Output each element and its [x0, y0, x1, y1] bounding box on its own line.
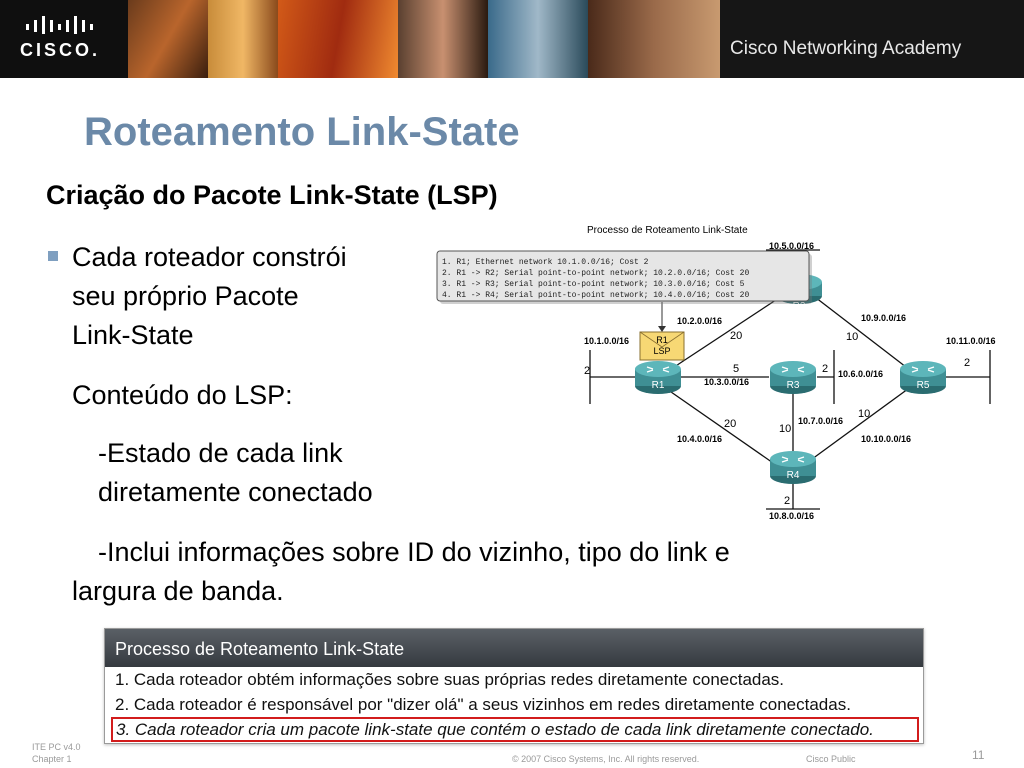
net-10-10: 10.10.0.0/16 [861, 434, 911, 444]
net-10-11: 10.11.0.0/16 [946, 336, 996, 346]
router-r5 [900, 361, 946, 394]
lsp-envelope: R1 LSP [639, 302, 685, 361]
footer-chapter: Chapter 1 [32, 754, 72, 764]
router-r1 [635, 361, 681, 394]
footer-classification: Cisco Public [806, 754, 856, 764]
cisco-logo-text: CISCO. [20, 40, 101, 60]
net-10-8: 10.8.0.0/16 [769, 511, 814, 521]
net-10-1: 10.1.0.0/16 [584, 336, 629, 346]
diagram-title: Processo de Roteamento Link-State [587, 225, 748, 236]
footer-copyright: © 2007 Cisco Systems, Inc. All rights re… [512, 754, 700, 764]
cisco-logo: CISCO. [0, 0, 128, 78]
router-r4 [770, 451, 816, 484]
router-label-r5: R5 [917, 380, 930, 391]
banner-photo-5 [488, 0, 588, 78]
cost-r1-r2: 20 [730, 330, 742, 342]
lsp-callout: 1. R1; Ethernet network 10.1.0.0/16; Cos… [436, 250, 812, 304]
content-label: Conteúdo do LSP: [72, 380, 293, 410]
router-label-r3: R3 [787, 380, 800, 391]
lsp-line-2: 2. R1 -> R2; Serial point-to-point netwo… [442, 269, 749, 278]
header-banner: CISCO. Cisco Networking Academy [0, 0, 1024, 78]
panel-step-1: 1. Cada roteador obtém informações sobre… [115, 670, 785, 689]
bullet-line-2: seu próprio Pacote [72, 281, 299, 311]
item2-line-2: largura de banda. [72, 576, 284, 606]
cost-r4-r5: 10 [858, 408, 870, 420]
footer-course: ITE PC v4.0 [32, 742, 81, 752]
cost-r2-r5: 10 [846, 331, 858, 343]
link-r4-r5 [807, 385, 913, 463]
router-label-r1: R1 [652, 380, 665, 391]
cisco-bars-icon [26, 16, 93, 34]
net-10-6: 10.6.0.0/16 [838, 369, 883, 379]
banner-photo-4 [398, 0, 488, 78]
lsp-line-4: 4. R1 -> R4; Serial point-to-point netwo… [442, 291, 749, 300]
cost-r4-lan: 2 [784, 495, 790, 507]
bullet-line-3: Link-State [72, 320, 194, 350]
banner-photo-2 [208, 0, 278, 78]
net-10-7: 10.7.0.0/16 [798, 416, 843, 426]
bullet-line-1: Cada roteador constrói [72, 242, 347, 272]
item1-line-1: -Estado de cada link [98, 438, 343, 468]
net-10-4: 10.4.0.0/16 [677, 434, 722, 444]
banner-photo-3 [278, 0, 398, 78]
cost-r1-lan: 2 [584, 365, 590, 377]
lsp-line-3: 3. R1 -> R3; Serial point-to-point netwo… [442, 280, 745, 289]
cost-r1-r3: 5 [733, 363, 739, 375]
cost-r1-r4: 20 [724, 418, 736, 430]
process-panel: Processo de Roteamento Link-State 1. Cad… [104, 628, 924, 744]
panel-title: Processo de Roteamento Link-State [105, 629, 923, 667]
cost-r3-r4: 10 [779, 423, 791, 435]
academy-name: Cisco Networking Academy [730, 38, 962, 59]
net-10-3: 10.3.0.0/16 [704, 377, 749, 387]
footer-page-number: 11 [972, 748, 985, 762]
slide-title: Roteamento Link-State [84, 110, 520, 154]
net-10-2: 10.2.0.0/16 [677, 316, 722, 326]
panel-step-3-highlighted: 3. Cada roteador cria um pacote link-sta… [111, 717, 919, 742]
cost-r3-lan: 2 [822, 363, 828, 375]
link-r2-r5 [810, 293, 907, 368]
router-r3 [770, 361, 816, 394]
envelope-line-1: R1 [656, 335, 668, 345]
panel-step-2: 2. Cada roteador é responsável por "dize… [115, 695, 851, 714]
link-r1-r2 [658, 291, 789, 378]
net-10-5: 10.5.0.0/16 [769, 241, 814, 251]
cost-r5-lan: 2 [964, 357, 970, 369]
link-r1-r4 [660, 384, 777, 466]
network-diagram: R1 R2 R3 R4 R5 R1 LSP 1. R1; Ethernet ne… [436, 225, 996, 521]
academy-box [720, 0, 1024, 78]
bullet-square-icon [48, 251, 58, 261]
banner-photo-6 [588, 0, 720, 78]
envelope-line-2: LSP [653, 346, 670, 356]
item1-line-2: diretamente conectado [98, 477, 373, 507]
router-label-r2: R2 [793, 301, 806, 312]
router-label-r4: R4 [787, 470, 800, 481]
net-10-9: 10.9.0.0/16 [861, 313, 906, 323]
slide-subtitle: Criação do Pacote Link-State (LSP) [46, 180, 498, 210]
item2-line-1: -Inclui informações sobre ID do vizinho,… [98, 537, 730, 567]
banner-photo-1 [128, 0, 208, 78]
lsp-line-1: 1. R1; Ethernet network 10.1.0.0/16; Cos… [442, 258, 649, 267]
